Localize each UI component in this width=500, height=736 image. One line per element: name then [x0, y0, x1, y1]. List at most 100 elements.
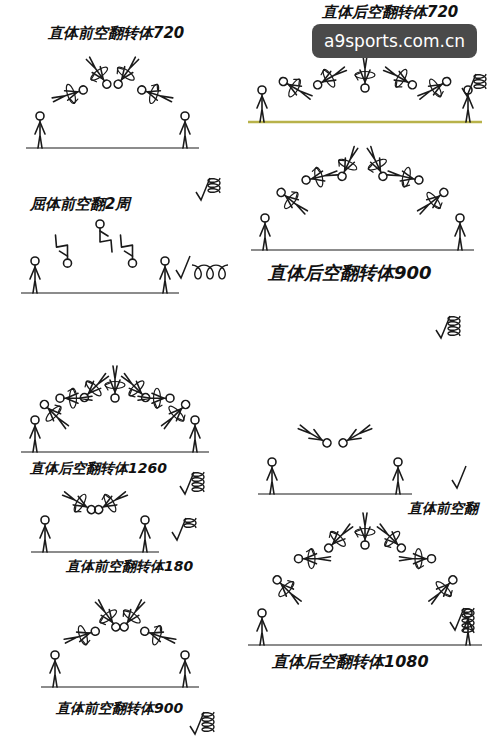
caption-label: 直体前空翻	[408, 500, 478, 517]
head	[51, 651, 59, 659]
head	[129, 259, 137, 267]
twist-arrow	[83, 639, 91, 646]
twist-arrow	[436, 90, 445, 98]
gymnast-figure	[156, 395, 196, 435]
arm-line	[40, 526, 50, 538]
twist-arrow	[355, 73, 360, 80]
head	[295, 555, 303, 563]
twist-arrow	[337, 158, 345, 166]
head	[181, 651, 189, 659]
arm-line	[50, 661, 60, 673]
gymnast-figure	[355, 513, 375, 549]
somersault-sequence	[21, 366, 209, 452]
twist-ring	[355, 72, 375, 79]
twist-ring	[337, 157, 358, 172]
coil-stroke	[192, 472, 204, 492]
twist-ring	[151, 625, 164, 646]
head	[337, 171, 348, 182]
head	[137, 85, 147, 95]
head	[361, 541, 369, 549]
gymnast-figure	[116, 368, 156, 408]
caption-label: 直体后空翻转体900	[268, 262, 432, 284]
twist-arrow	[286, 578, 294, 586]
gymnast-figure	[355, 56, 375, 92]
gymnast-figure	[267, 570, 307, 610]
symbol-mark	[452, 466, 466, 488]
twist-arrow	[105, 383, 110, 390]
twist-arrow	[155, 403, 162, 408]
twist-arrow	[355, 530, 360, 537]
gymnast-figure	[455, 214, 465, 250]
gymnast-figure	[380, 60, 421, 95]
symbol-mark	[196, 178, 220, 200]
symbol-mark	[180, 472, 204, 494]
gymnast-figure	[56, 388, 92, 408]
head	[312, 79, 323, 90]
twist-arrow	[179, 414, 187, 422]
gymnast-figure	[360, 143, 394, 184]
coil-stroke	[202, 712, 214, 732]
gymnast-figure	[90, 485, 131, 520]
symbol-mark	[176, 256, 228, 279]
gymnast-figure	[114, 595, 151, 636]
gymnast-figure	[121, 235, 137, 267]
ground-line	[251, 249, 474, 250]
gymnast-figure	[295, 549, 331, 569]
body-line	[46, 406, 69, 429]
symbol-mark	[462, 74, 486, 96]
ground-line	[21, 292, 179, 293]
head	[191, 416, 199, 424]
body-line	[162, 406, 185, 429]
caption-label: 屈体前空翻2周	[30, 195, 130, 213]
somersault-sequence	[251, 143, 474, 250]
gymnast-figure	[275, 71, 316, 106]
arm-line	[140, 526, 150, 538]
head	[258, 86, 266, 94]
gymnast-figure	[297, 423, 333, 450]
arm-line	[100, 231, 108, 236]
gymnast-figure	[30, 416, 40, 452]
gymnast-figure	[180, 112, 190, 148]
body-line	[330, 524, 353, 547]
twist-arrow	[151, 83, 159, 90]
ground-line	[248, 644, 482, 645]
gymnast-figure	[62, 621, 102, 651]
gymnast-figure	[393, 458, 403, 494]
head	[261, 214, 269, 222]
twist-ring	[308, 549, 315, 569]
twist-arrow	[367, 165, 375, 173]
ground-line	[26, 147, 199, 148]
head	[64, 259, 72, 267]
body-line	[429, 581, 452, 604]
arm-line	[267, 468, 277, 480]
body-line	[121, 235, 133, 259]
ground-line	[248, 121, 482, 124]
head	[140, 626, 150, 636]
ground-line	[258, 493, 412, 494]
gymnast-figure	[414, 71, 455, 106]
somersault-sequence	[248, 513, 482, 645]
gymnast-figure	[59, 485, 100, 520]
symbol-mark	[190, 712, 214, 734]
gymnast-figure	[267, 458, 277, 494]
caption-label: 直体前空翻转体900	[56, 700, 183, 717]
head	[96, 220, 104, 228]
twist-ring	[287, 78, 303, 99]
coil-stroke	[208, 178, 220, 193]
twist-ring	[70, 388, 77, 408]
ground-line	[41, 686, 199, 687]
gymnast-figure	[160, 257, 170, 293]
gymnast-figure	[257, 86, 267, 122]
head	[361, 84, 369, 92]
head	[161, 257, 169, 265]
symbol-mark	[450, 608, 474, 633]
twist-arrow	[446, 589, 454, 597]
gymnast-figure	[300, 163, 340, 191]
arm-line	[180, 661, 190, 673]
body-line	[100, 228, 112, 252]
twist-arrow	[293, 77, 302, 85]
coil-stroke	[184, 518, 196, 528]
body-line	[122, 374, 145, 397]
